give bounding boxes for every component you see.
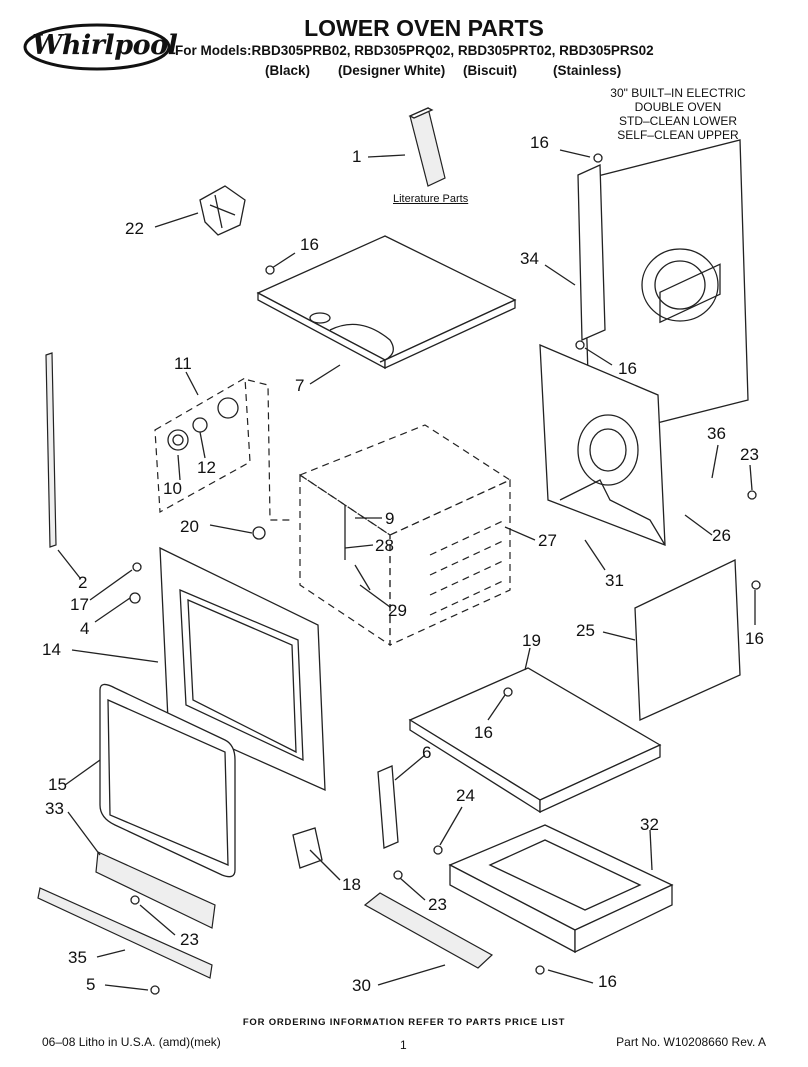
callout-29: 29: [388, 601, 407, 620]
callout-16: 16: [598, 972, 617, 991]
callout-2: 2: [78, 573, 88, 592]
page-number: 1: [400, 1038, 407, 1052]
callout-27: 27: [538, 531, 557, 550]
part-group-11: [154, 376, 290, 521]
callout-5: 5: [86, 975, 96, 994]
ordering-note: FOR ORDERING INFORMATION REFER TO PARTS …: [242, 1017, 566, 1028]
callout-36: 36: [707, 424, 726, 443]
callout-14: 14: [42, 640, 61, 659]
models-line: For Models:RBD305PRB02, RBD305PRQ02, RBD…: [175, 43, 654, 58]
part-bracket-6: [377, 765, 399, 849]
brand-name: Whirlpool: [32, 30, 178, 61]
part-35: [37, 887, 213, 979]
part-number: Part No. W10208660 Rev. A: [616, 1035, 766, 1049]
callout-25: 25: [576, 621, 595, 640]
part-literature: [408, 107, 446, 187]
callout-10: 10: [163, 479, 182, 498]
callout-16: 16: [618, 359, 637, 378]
callout-35: 35: [68, 948, 87, 967]
callout-16: 16: [300, 235, 319, 254]
part-oven-cavity-27: [298, 424, 512, 647]
callout-11: 11: [174, 354, 192, 373]
callout-22: 22: [125, 219, 144, 238]
callout-31: 31: [605, 571, 624, 590]
callout-23: 23: [740, 445, 759, 464]
callout-23: 23: [180, 930, 199, 949]
description-line: STD–CLEAN LOWER: [618, 114, 738, 128]
whirlpool-logo: Whirlpool: [22, 20, 178, 74]
callout-12: 12: [197, 458, 216, 477]
callout-16: 16: [745, 629, 764, 648]
part-33: [95, 851, 216, 929]
part-18: [292, 827, 323, 869]
finish-biscuit: (Biscuit): [463, 63, 517, 78]
print-info: 06–08 Litho in U.S.A. (amd)(mek): [42, 1035, 221, 1049]
finish-black: (Black): [265, 63, 311, 78]
callout-15: 15: [48, 775, 67, 794]
callout-26: 26: [712, 526, 731, 545]
part-20: [252, 526, 266, 540]
callout-7: 7: [295, 376, 305, 395]
part-gasket-strip-2: [45, 352, 57, 548]
part-tray-32: [448, 824, 674, 954]
callout-30: 30: [352, 976, 371, 995]
page-title: LOWER OVEN PARTS: [304, 15, 544, 41]
part-30: [363, 892, 494, 969]
callout-34: 34: [520, 249, 539, 268]
finish-designer-white: (Designer White): [338, 63, 446, 78]
callout-23: 23: [428, 895, 447, 914]
callout-17: 17: [70, 595, 89, 614]
leader-lines: [57, 149, 756, 991]
callout-9: 9: [385, 509, 395, 528]
callout-32: 32: [640, 815, 659, 834]
part-door-gasket-15: [99, 683, 236, 878]
callout-18: 18: [342, 875, 361, 894]
callout-16: 16: [474, 723, 493, 742]
logo-swoosh-icon: [23, 23, 171, 71]
callout-16: 16: [530, 133, 549, 152]
description-line: 30" BUILT–IN ELECTRIC: [610, 86, 746, 100]
callout-24: 24: [456, 786, 475, 805]
part-side-panel-26: [539, 343, 666, 546]
description-line: SELF–CLEAN UPPER: [617, 128, 739, 142]
callout-33: 33: [45, 799, 64, 818]
product-description: 30" BUILT–IN ELECTRIC DOUBLE OVEN STD–CL…: [588, 86, 768, 142]
part-top-panel-7: [256, 235, 517, 370]
callout-20: 20: [180, 517, 199, 536]
callout-4: 4: [80, 619, 90, 638]
callout-1: 1: [352, 147, 362, 166]
part-bracket-22: [199, 185, 246, 236]
description-line: DOUBLE OVEN: [634, 100, 722, 114]
finish-stainless: (Stainless): [553, 63, 622, 78]
screws: [129, 153, 761, 995]
callout-6: 6: [422, 743, 432, 762]
part-shelf-19: [408, 667, 662, 814]
part-side-panel-25: [634, 263, 741, 721]
callout-28: 28: [375, 536, 394, 555]
literature-parts-label: Literature Parts: [393, 193, 469, 205]
callout-19: 19: [522, 631, 541, 650]
